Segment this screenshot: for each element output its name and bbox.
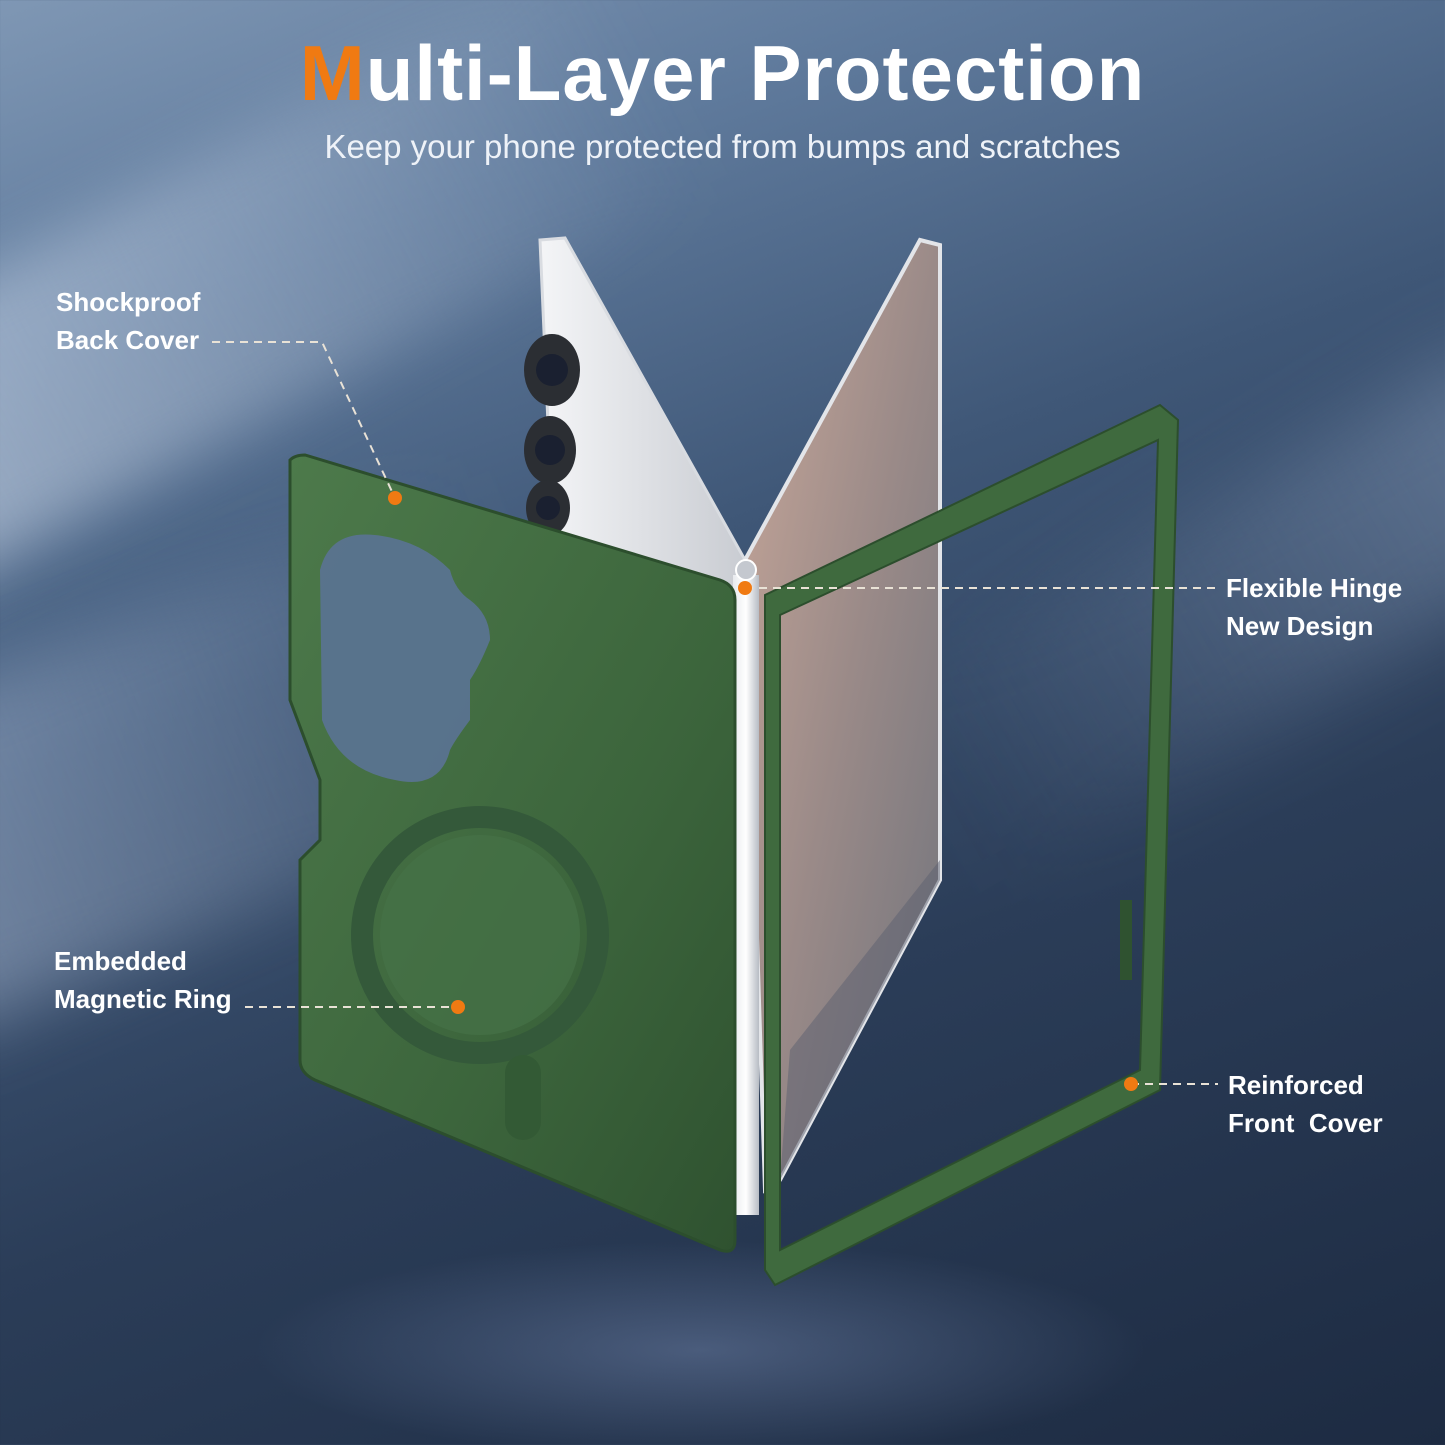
back-cover (288, 453, 737, 1253)
magnetic-ring-graphic (351, 806, 609, 1064)
page-title: Multi-Layer Protection (0, 28, 1445, 119)
callout-front-cover-line1: Reinforced (1228, 1070, 1364, 1100)
page-subtitle: Keep your phone protected from bumps and… (324, 128, 1121, 165)
callout-back-cover-line1: Shockproof (56, 287, 201, 317)
callout-back-cover-line2: Back Cover (56, 325, 200, 355)
camera-lenses (524, 334, 580, 536)
callout-hinge-line1: Flexible Hinge (1226, 573, 1403, 603)
callout-back-cover: Shockproof Back Cover (56, 283, 200, 359)
front-cover-frame (764, 403, 1180, 1287)
title-accent-letter: M (299, 29, 366, 117)
callout-hinge: Flexible Hinge New Design (1226, 569, 1402, 645)
callout-magnetic-line2: Magnetic Ring (54, 984, 232, 1014)
callout-magnetic-line1: Embedded (54, 946, 187, 976)
back-cover-dot (388, 491, 402, 505)
callout-front-cover: Reinforced Front Cover (1228, 1066, 1383, 1142)
back-cover-leader-line (212, 341, 396, 499)
front-cover-dot (1124, 1077, 1138, 1091)
callout-dots (388, 491, 1138, 1091)
hinge (733, 559, 759, 1215)
callout-hinge-line2: New Design (1226, 611, 1374, 641)
magnetic-dot (451, 1000, 465, 1014)
callout-magnetic-ring: Embedded Magnetic Ring (54, 942, 232, 1018)
floor-glow (250, 1240, 1150, 1445)
title-text: ulti-Layer Protection (365, 29, 1146, 117)
callout-lines (212, 341, 1218, 1085)
phone-front-half (742, 237, 942, 1194)
callout-front-cover-line2: Front Cover (1228, 1108, 1383, 1138)
hinge-dot (738, 581, 752, 595)
